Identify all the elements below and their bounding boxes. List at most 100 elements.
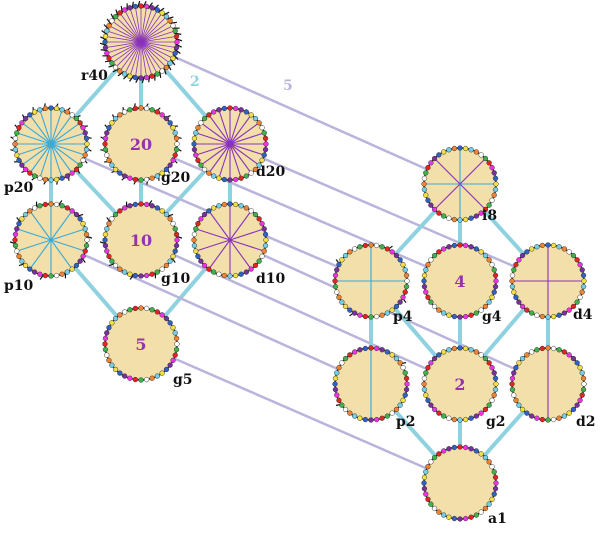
vertex-p20-20 xyxy=(48,177,54,183)
vertex-p10-34 xyxy=(19,216,25,222)
vertex-r40-16 xyxy=(159,68,165,74)
spoke-p10-2 xyxy=(50,228,86,241)
vertex-i8-21 xyxy=(451,216,458,223)
node-label-g20: g20 xyxy=(161,170,191,186)
vertex-r40-10 xyxy=(174,39,180,45)
vertex-p10-8 xyxy=(82,226,88,232)
vertex-g5-37 xyxy=(122,309,128,315)
vertex-g2-33 xyxy=(425,365,431,371)
vertex-a1-22 xyxy=(446,514,452,520)
vertex-p4-28 xyxy=(334,289,340,295)
vertex-i8-23 xyxy=(441,213,447,219)
vertex-g2-22 xyxy=(446,415,452,421)
spoke-d20-3 xyxy=(229,122,260,145)
vertex-r40-29 xyxy=(102,44,109,51)
vertex-d20-29 xyxy=(191,146,198,153)
vertex-g2-19 xyxy=(462,416,469,423)
node-d4: d4 xyxy=(509,242,593,323)
vertex-g2-5 xyxy=(482,355,489,362)
vertices-a1 xyxy=(421,444,499,522)
vertex-d4-23 xyxy=(529,310,535,316)
vertex-g20-13 xyxy=(170,157,176,163)
vertex-p4-21 xyxy=(362,313,369,320)
vertex-d10-31 xyxy=(191,231,198,238)
vertex-g4-39 xyxy=(451,242,458,249)
spoke-r40-34 xyxy=(111,20,142,43)
vertex-g20-16 xyxy=(159,170,165,176)
vertex-d4-10 xyxy=(581,278,587,284)
vertex-p2-24 xyxy=(347,410,353,416)
vertex-g20-0 xyxy=(138,105,144,111)
vertex-d10-19 xyxy=(232,272,239,279)
spoke-p10-8 xyxy=(16,228,52,241)
vertex-g20-25 xyxy=(112,166,119,173)
vertex-p10-2 xyxy=(59,203,65,209)
vertex-p4-18 xyxy=(379,312,385,318)
vertex-g10-26 xyxy=(109,258,115,264)
vertex-g10-10 xyxy=(174,237,180,243)
vertex-r40-39 xyxy=(132,3,139,10)
vertex-d10-1 xyxy=(232,201,239,208)
spokes-d10 xyxy=(195,204,265,276)
vertex-g10-21 xyxy=(132,272,139,279)
vertex-g5-10 xyxy=(174,341,180,347)
vertex-a1-20 xyxy=(457,516,463,522)
node-label-g4: g4 xyxy=(482,309,502,325)
vertex-i8-7 xyxy=(489,165,495,171)
vertex-g5-5 xyxy=(163,315,170,322)
vertex-p10-11 xyxy=(83,242,90,249)
vertex-g20-33 xyxy=(106,125,112,131)
vertex-g20-29 xyxy=(102,146,109,153)
vertex-d10-2 xyxy=(238,203,244,209)
vertex-p10-14 xyxy=(77,258,83,264)
vertex-g20-37 xyxy=(122,109,128,115)
vertex-r40-6 xyxy=(167,18,173,24)
spoke-r40-5 xyxy=(140,16,167,43)
vertex-p20-12 xyxy=(82,152,88,158)
vertex-p4-12 xyxy=(402,289,408,295)
vertex-d2-25 xyxy=(519,406,526,413)
spoke-p20-16 xyxy=(16,132,52,145)
vertex-p10-36 xyxy=(27,208,33,214)
spoke-d20-6 xyxy=(229,143,265,156)
vertex-p2-1 xyxy=(373,345,380,352)
vertex-g2-34 xyxy=(428,360,434,366)
vertex-r40-33 xyxy=(106,23,112,29)
vertex-p10-28 xyxy=(14,248,20,254)
inner-number-g20: 20 xyxy=(130,135,152,154)
spoke-r40-18 xyxy=(140,41,153,77)
vertex-g5-23 xyxy=(122,373,128,379)
vertex-p2-16 xyxy=(389,410,395,416)
vertex-p2-5 xyxy=(393,355,400,362)
node-p2: p2 xyxy=(332,345,416,430)
vertex-p20-10 xyxy=(84,141,90,147)
vertex-g5-39 xyxy=(132,305,139,312)
vertex-g2-8 xyxy=(491,370,497,376)
spoke-p20-4 xyxy=(50,132,86,145)
vertex-d10-21 xyxy=(221,272,228,279)
vertex-p20-37 xyxy=(32,109,38,115)
vertex-g4-16 xyxy=(478,307,484,313)
vertex-i8-17 xyxy=(473,213,479,219)
vertex-d20-0 xyxy=(227,105,233,111)
vertex-p4-10 xyxy=(404,278,410,284)
vertex-p10-4 xyxy=(69,208,75,214)
spoke-d20-18 xyxy=(208,114,231,145)
vertex-p4-31 xyxy=(332,272,339,279)
vertex-d4-1 xyxy=(550,242,557,249)
vertex-d4-20 xyxy=(545,314,551,320)
vertex-r40-3 xyxy=(154,7,160,13)
vertex-p2-22 xyxy=(357,415,363,421)
vertex-p10-29 xyxy=(12,242,19,249)
vertex-r40-21 xyxy=(132,74,139,81)
vertex-p20-38 xyxy=(37,107,43,113)
spoke-r40-9 xyxy=(140,35,177,43)
vertex-g4-15 xyxy=(482,303,489,310)
spoke-r40-31 xyxy=(105,35,142,43)
vertex-a1-12 xyxy=(491,491,497,497)
vertex-p2-34 xyxy=(339,360,345,366)
node-g20: 20 g20 xyxy=(100,103,191,186)
vertex-p20-23 xyxy=(32,173,38,179)
spoke-d20-1 xyxy=(229,109,242,145)
spoke-p20-9 xyxy=(50,143,63,179)
